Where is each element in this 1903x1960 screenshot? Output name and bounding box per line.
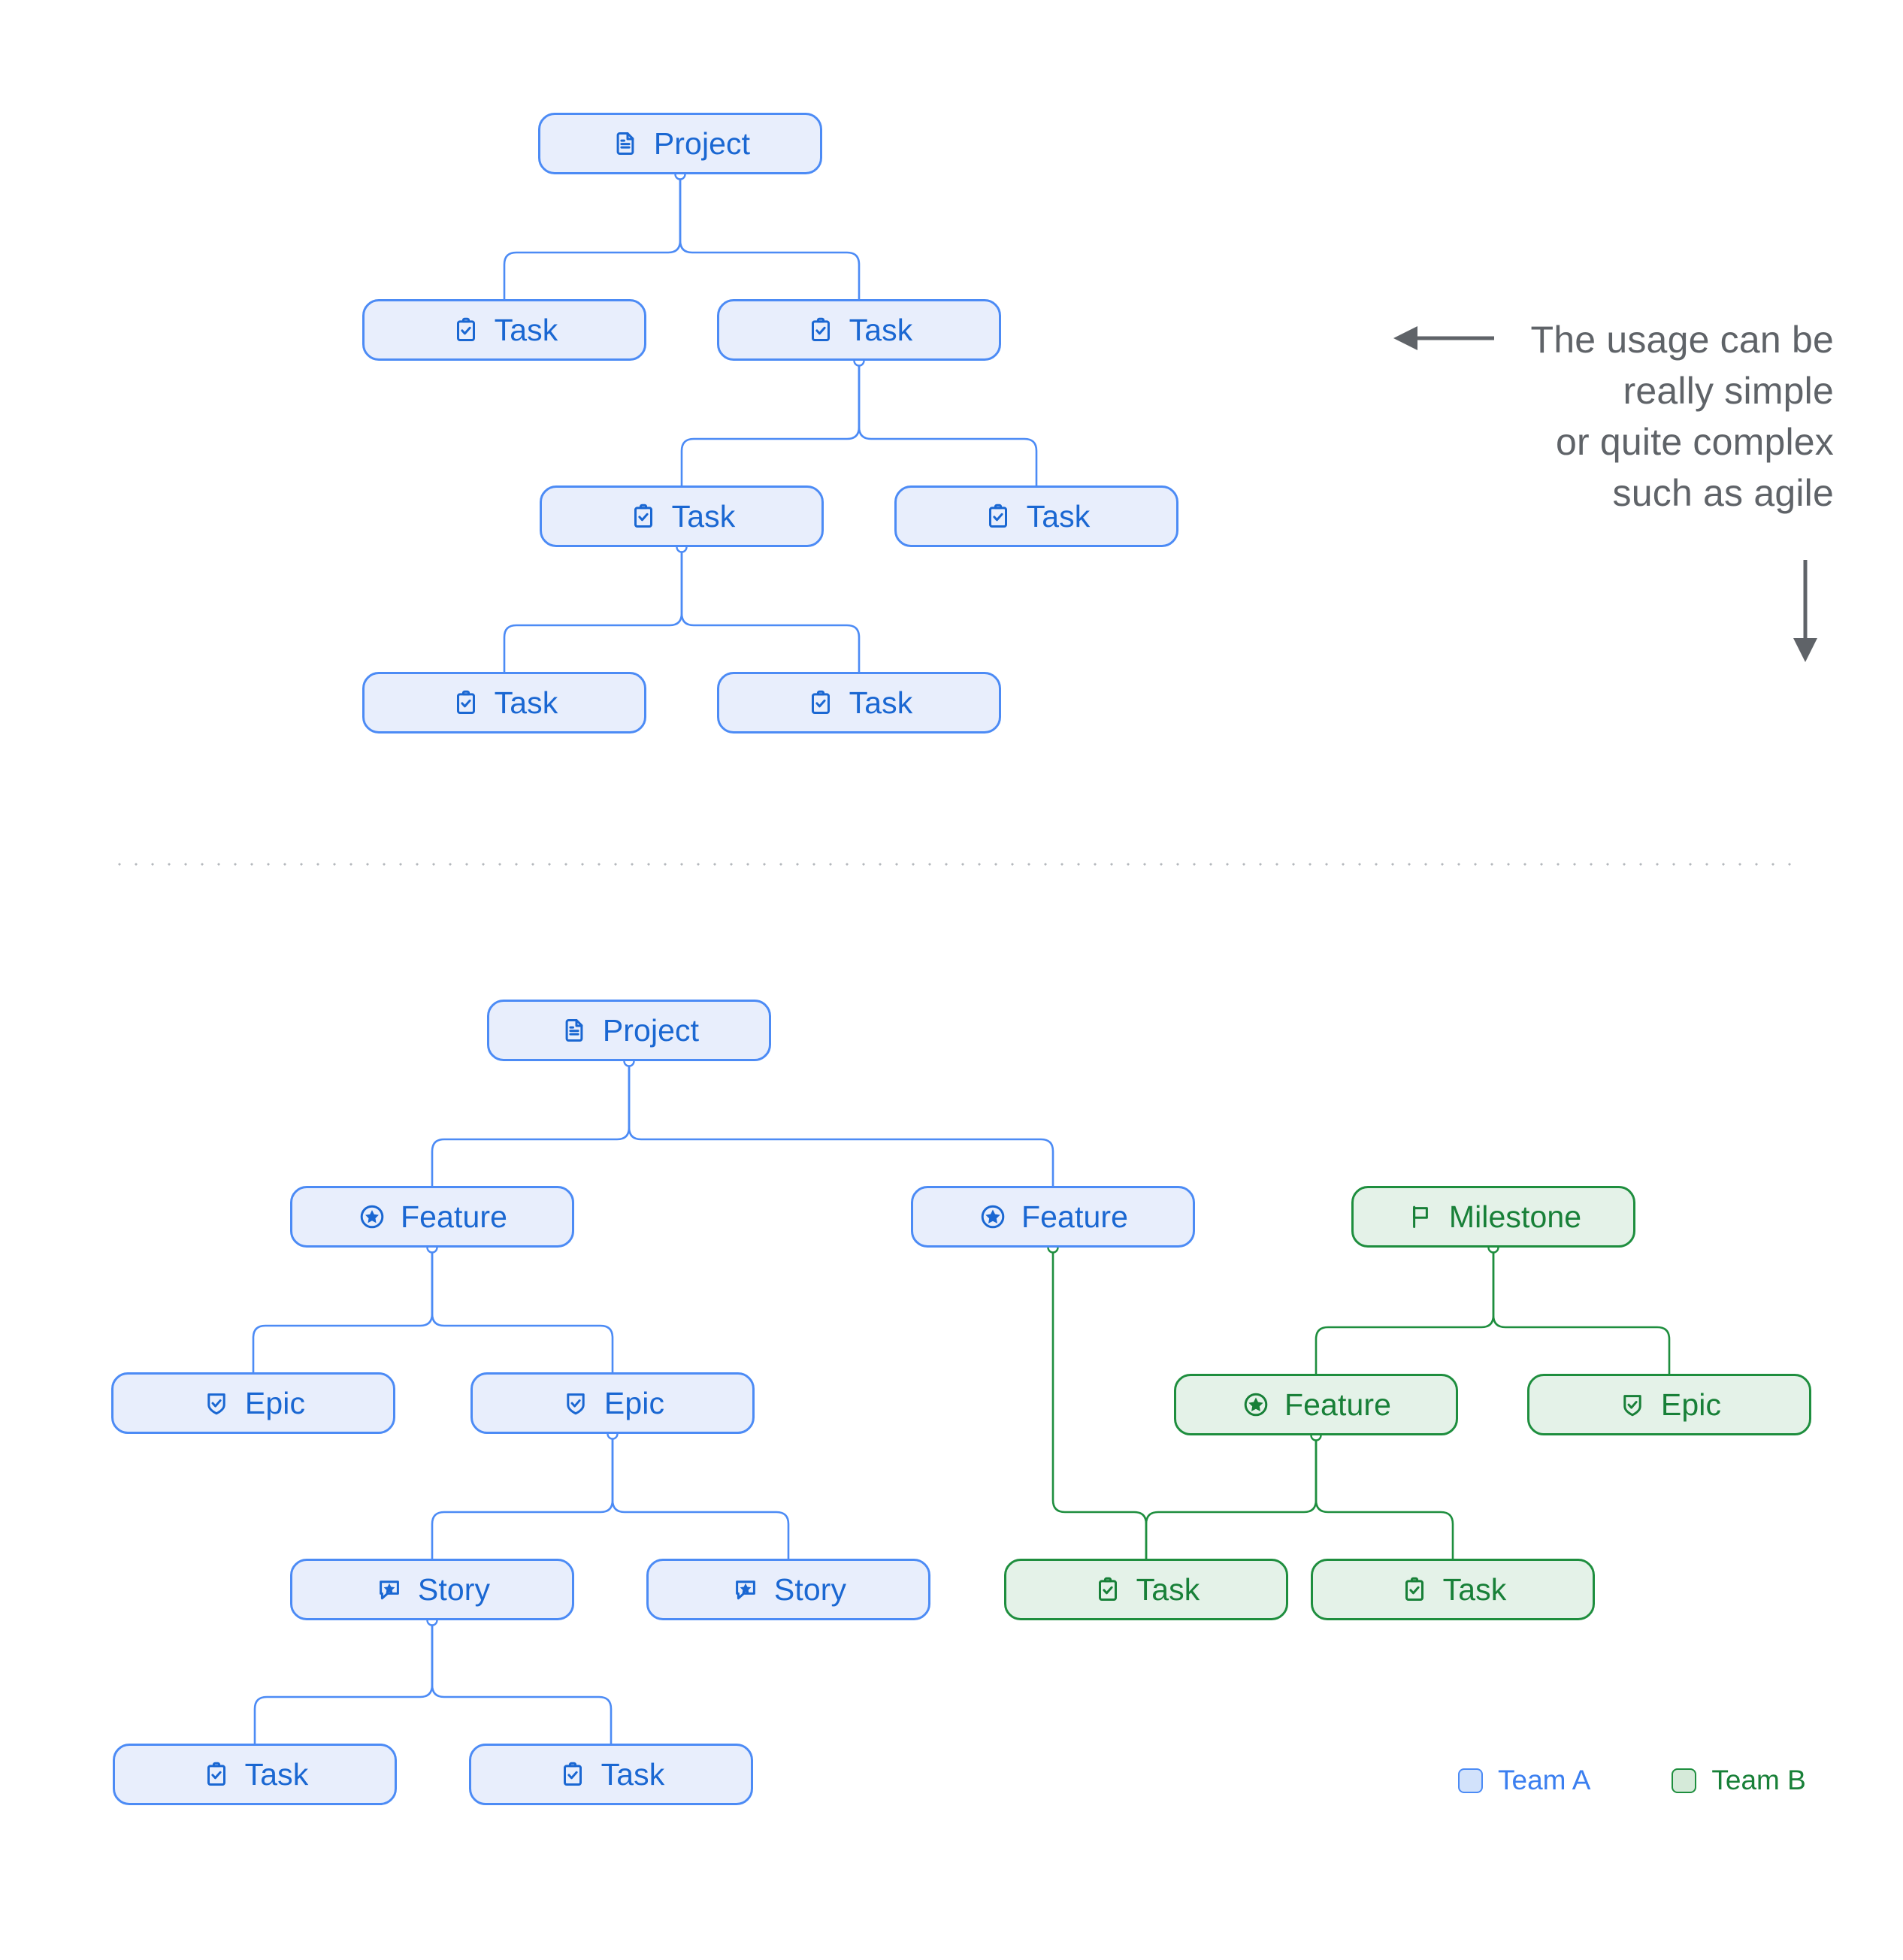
node-label: Task xyxy=(849,685,913,720)
node-story-c-story-2[interactable]: Story xyxy=(646,1559,930,1620)
annotation-line-4: such as agile xyxy=(1612,472,1834,514)
clipboard-check-icon xyxy=(451,315,481,345)
star-circle-icon xyxy=(357,1202,387,1232)
edge-c-feature-3-to-c-task-2 xyxy=(1315,1434,1454,1560)
node-label: Task xyxy=(601,1756,665,1792)
clipboard-check-icon xyxy=(1093,1574,1123,1605)
clipboard-check-icon xyxy=(806,688,836,718)
node-label: Epic xyxy=(244,1385,306,1420)
node-task-s-task-5[interactable]: Task xyxy=(362,672,646,733)
edge-c-feature-2-to-c-task-1 xyxy=(1051,1246,1148,1560)
node-label: Task xyxy=(1136,1571,1200,1607)
clipboard-check-icon xyxy=(1399,1574,1430,1605)
clipboard-check-icon xyxy=(806,315,836,345)
node-feature-c-feature-1[interactable]: Feature xyxy=(290,1186,574,1248)
annotation-line-2: really simple xyxy=(1623,370,1834,412)
edge-s-task-2-to-s-task-4 xyxy=(858,359,1038,487)
edge-c-project-to-c-feature-1 xyxy=(431,1060,631,1187)
edge-c-feature-1-to-c-epic-1 xyxy=(252,1246,434,1374)
node-task-c-task-4[interactable]: Task xyxy=(469,1744,753,1805)
legend-swatch-team-b xyxy=(1672,1768,1697,1793)
document-icon xyxy=(610,129,640,159)
node-task-s-task-2[interactable]: Task xyxy=(717,299,1001,361)
annotation-text-block: The usage can be really simple or quite … xyxy=(1496,314,1834,519)
node-label: Feature xyxy=(401,1199,507,1234)
node-task-s-task-4[interactable]: Task xyxy=(894,485,1178,547)
edge-c-epic-2-to-c-story-2 xyxy=(611,1432,790,1560)
node-label: Task xyxy=(494,312,558,347)
shield-check-icon xyxy=(561,1388,591,1418)
node-label: Task xyxy=(671,498,736,534)
legend-label-team-a: Team A xyxy=(1498,1765,1591,1795)
node-label: Story xyxy=(417,1571,491,1607)
arrow-down-icon xyxy=(1793,560,1817,662)
clipboard-check-icon xyxy=(983,501,1013,531)
edge-s-task-3-to-s-task-6 xyxy=(680,546,861,673)
edge-c-story-1-to-c-task-3 xyxy=(253,1619,434,1745)
node-feature-c-feature-3[interactable]: Feature xyxy=(1174,1374,1458,1435)
node-task-s-task-3[interactable]: Task xyxy=(540,485,824,547)
node-task-s-task-1[interactable]: Task xyxy=(362,299,646,361)
edge-c-feature-3-to-c-task-1 xyxy=(1145,1434,1318,1560)
node-task-c-task-1[interactable]: Task xyxy=(1004,1559,1288,1620)
node-label: Milestone xyxy=(1448,1199,1582,1234)
node-label: Task xyxy=(244,1756,309,1792)
story-star-icon xyxy=(731,1574,761,1605)
clipboard-check-icon xyxy=(628,501,658,531)
node-label: Feature xyxy=(1021,1199,1128,1234)
clipboard-check-icon xyxy=(558,1759,588,1789)
story-star-icon xyxy=(374,1574,404,1605)
document-icon xyxy=(559,1015,589,1045)
node-story-c-story-1[interactable]: Story xyxy=(290,1559,574,1620)
clipboard-check-icon xyxy=(451,688,481,718)
shield-check-icon xyxy=(1617,1390,1647,1420)
legend-swatch-team-a xyxy=(1458,1768,1483,1793)
node-label: Project xyxy=(653,126,751,161)
edge-s-project-to-s-task-2 xyxy=(679,173,861,301)
node-task-s-task-6[interactable]: Task xyxy=(717,672,1001,733)
node-label: Task xyxy=(1026,498,1091,534)
edge-c-epic-2-to-c-story-1 xyxy=(431,1432,614,1560)
legend-label-team-b: Team B xyxy=(1711,1765,1806,1795)
node-label: Epic xyxy=(1660,1387,1722,1422)
legend-item-team-a[interactable]: Team A xyxy=(1458,1765,1590,1796)
clipboard-check-icon xyxy=(201,1759,231,1789)
team-legend: Team A Team B xyxy=(1458,1765,1806,1796)
node-milestone-c-milestone[interactable]: Milestone xyxy=(1351,1186,1635,1248)
node-task-c-task-3[interactable]: Task xyxy=(113,1744,397,1805)
star-circle-filled-icon xyxy=(978,1202,1008,1232)
flag-icon xyxy=(1405,1202,1436,1232)
node-label: Project xyxy=(602,1012,700,1048)
edge-c-milestone-to-c-feature-3 xyxy=(1315,1246,1495,1375)
node-epic-c-epic-2[interactable]: Epic xyxy=(470,1372,755,1434)
node-label: Story xyxy=(773,1571,847,1607)
node-project-s-project[interactable]: Project xyxy=(538,113,822,174)
edge-s-task-2-to-s-task-3 xyxy=(680,359,861,487)
node-label: Epic xyxy=(604,1385,665,1420)
shield-check-icon xyxy=(201,1388,231,1418)
edge-c-story-1-to-c-task-4 xyxy=(431,1619,613,1745)
edge-s-project-to-s-task-1 xyxy=(503,173,682,301)
node-epic-c-epic-3[interactable]: Epic xyxy=(1527,1374,1811,1435)
node-epic-c-epic-1[interactable]: Epic xyxy=(111,1372,395,1434)
arrow-left-icon xyxy=(1393,326,1494,350)
edge-s-task-3-to-s-task-5 xyxy=(503,546,683,673)
star-circle-filled-icon xyxy=(1241,1390,1271,1420)
node-label: Task xyxy=(494,685,558,720)
edge-c-feature-1-to-c-epic-2 xyxy=(431,1246,614,1374)
node-label: Feature xyxy=(1284,1387,1391,1422)
legend-item-team-b[interactable]: Team B xyxy=(1672,1765,1806,1796)
node-label: Task xyxy=(1442,1571,1507,1607)
node-project-c-project[interactable]: Project xyxy=(487,1000,771,1061)
annotation-line-1: The usage can be xyxy=(1530,319,1834,361)
node-task-c-task-2[interactable]: Task xyxy=(1311,1559,1595,1620)
node-feature-c-feature-2[interactable]: Feature xyxy=(911,1186,1195,1248)
edge-c-milestone-to-c-epic-3 xyxy=(1492,1246,1671,1375)
annotation-line-3: or quite complex xyxy=(1555,421,1834,463)
edge-c-project-to-c-feature-2 xyxy=(628,1060,1054,1187)
node-label: Task xyxy=(849,312,913,347)
section-divider xyxy=(111,863,1795,866)
